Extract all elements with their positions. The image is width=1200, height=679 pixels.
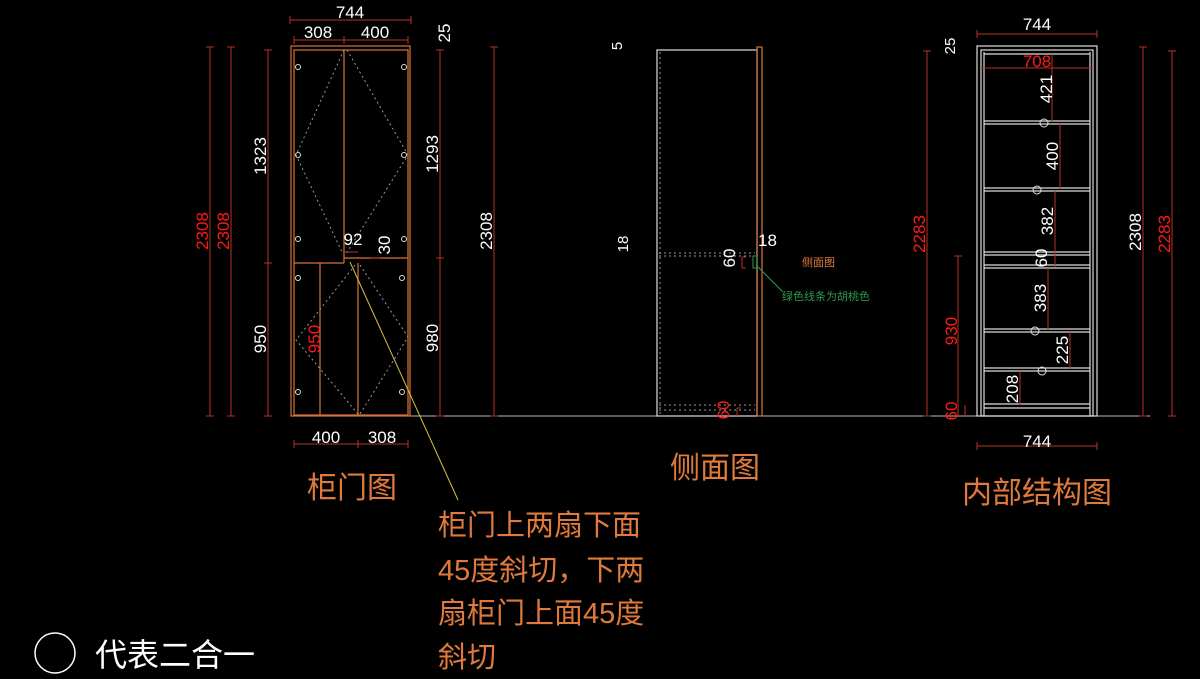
dim-left-total: 2283 — [910, 215, 929, 253]
annotation: 柜门上两扇下面 45度斜切，下两 扇柜门上面45度 斜切 — [438, 509, 644, 674]
legend-text: 代表二合一 — [95, 637, 255, 673]
dim-bottom: 60 — [714, 401, 733, 420]
svg-text:斜切: 斜切 — [438, 641, 496, 674]
door-view: 744 308 400 25 2308 2308 1323 950 950 12… — [193, 3, 498, 505]
dim-left-sub: 930 — [942, 317, 961, 345]
dim-plinth: 60 — [942, 402, 961, 421]
dim-shelf-1: 421 — [1037, 75, 1056, 103]
dim-top-left: 308 — [304, 23, 332, 42]
side-panel — [656, 49, 758, 417]
dim-top-gap: 25 — [942, 38, 959, 55]
svg-text:45度斜切，下两: 45度斜切，下两 — [438, 554, 644, 587]
dim-mid-width: 92 — [344, 230, 363, 249]
door-view-title: 柜门图 — [307, 472, 397, 505]
hinge-holes — [295, 64, 407, 395]
dim-shelf-7: 208 — [1003, 375, 1022, 403]
dim-top-right: 400 — [361, 23, 389, 42]
dim-upper-height: 1323 — [251, 137, 270, 175]
dim-left-mid: 18 — [615, 236, 632, 253]
side-view: 5 18 18 60 60 侧面图 绿色线条为胡桃色 侧面图 — [609, 42, 870, 485]
door-inner — [293, 49, 409, 416]
svg-text:扇柜门上面45度: 扇柜门上面45度 — [438, 597, 644, 630]
dim-right-total: 2308 — [1126, 213, 1145, 251]
dim-bottom-left: 400 — [312, 428, 340, 447]
dim-mid-gap: 30 — [375, 236, 394, 255]
door-frame — [290, 45, 411, 417]
note-leader — [755, 264, 784, 293]
dim-total-width: 744 — [336, 3, 364, 22]
dim-right-total: 2308 — [477, 212, 496, 250]
dim-right-mid: 18 — [758, 231, 777, 250]
dim-left-total-b: 2308 — [214, 212, 233, 250]
dim-lower-height: 950 — [251, 325, 270, 353]
dim-shelf-5: 383 — [1031, 284, 1050, 312]
dim-shelf-3: 382 — [1038, 207, 1057, 235]
dim-right-lower: 980 — [423, 324, 442, 352]
dim-right-total-2: 2283 — [1155, 215, 1174, 253]
inner-view-title: 内部结构图 — [962, 477, 1112, 510]
side-small-label: 侧面图 — [802, 256, 835, 269]
shelves — [984, 53, 1090, 409]
dim-top: 5 — [609, 42, 626, 50]
dim-lower-inner: 950 — [305, 325, 324, 353]
side-view-title: 侧面图 — [670, 452, 760, 485]
dim-top-gap: 25 — [435, 24, 454, 43]
dim-inner-width: 708 — [1023, 52, 1051, 71]
svg-text:柜门上两扇下面: 柜门上两扇下面 — [438, 509, 641, 542]
door-edge — [756, 46, 763, 417]
dim-shelf-2: 400 — [1043, 142, 1062, 170]
dim-bottom-width: 744 — [1023, 432, 1051, 451]
walnut-note: 绿色线条为胡桃色 — [782, 289, 870, 303]
legend-circle-icon — [34, 632, 76, 674]
annotation-leader — [349, 261, 459, 501]
dim-top-width: 744 — [1023, 15, 1051, 34]
dim-right-upper: 1293 — [423, 135, 442, 173]
dim-left-total-a: 2308 — [193, 212, 212, 250]
dim-shelf-6: 225 — [1053, 336, 1072, 364]
dim-mid-rail: 60 — [720, 249, 739, 268]
dim-shelf-4: 60 — [1032, 249, 1051, 268]
dim-bottom-right: 308 — [368, 428, 396, 447]
inner-view: 744 25 708 421 400 382 60 383 225 208 22… — [910, 15, 1176, 510]
